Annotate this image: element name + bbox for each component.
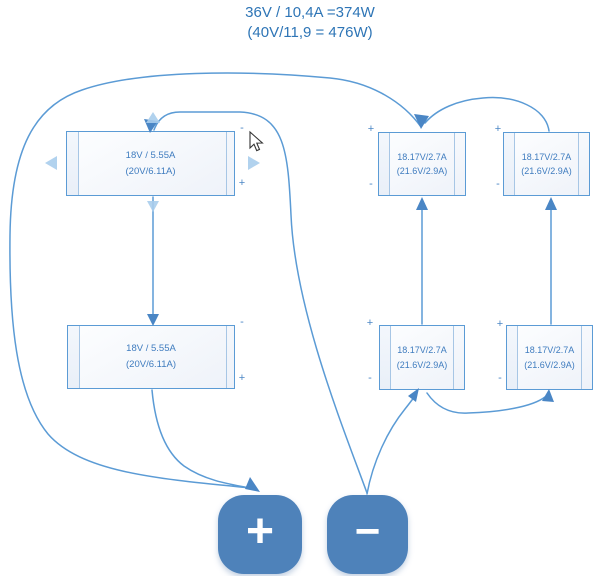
battery-cap-right [578, 133, 589, 195]
wire-minus-to-rightbottomleft[interactable] [366, 395, 416, 495]
polarity-minus: - [496, 178, 500, 190]
autoconnect-arrow-left-icon[interactable] [45, 156, 57, 170]
battery-cap-right [453, 326, 464, 389]
title-line1: 36V / 10,4A =374W [245, 4, 375, 21]
battery-label-line1: 18.17V/2.7A [397, 345, 447, 356]
polarity-plus: + [366, 317, 374, 329]
wire-minus-to-lefttop[interactable] [153, 111, 368, 494]
battery-cap-left [68, 326, 80, 388]
polarity-plus: + [496, 318, 504, 330]
battery-label-line1: 18.17V/2.7A [524, 345, 575, 356]
minus-terminal[interactable]: − [327, 495, 408, 574]
title-text-shape[interactable]: 36V / 10,4A =374W (40V/11,9 = 476W) [10, 3, 600, 44]
minus-terminal-label: − [354, 507, 381, 556]
arrowhead-into-plus-terminal [245, 477, 260, 492]
autoconnect-arrow-right-icon[interactable] [248, 156, 260, 170]
battery-cap-right [226, 326, 234, 388]
plus-terminal[interactable]: + [218, 495, 302, 574]
polarity-minus: - [240, 122, 244, 134]
arrowhead-into-righttopleft-bottom [416, 197, 428, 210]
arrowhead-into-righttopright-bottom [545, 197, 557, 210]
battery-cap-left [507, 326, 518, 389]
wire-righttopright-to-righttopleft[interactable] [424, 96, 550, 132]
battery-cap-left [379, 133, 390, 195]
battery-label-line1: 18.17V/2.7A [397, 151, 447, 162]
wire-leftbottom-to-plus[interactable] [151, 389, 251, 489]
battery-label: 18V / 5.55A (20V/6.11A) [67, 132, 234, 195]
battery-label-line2: (21.6V/2.9A) [521, 166, 572, 176]
battery-label: 18.17V/2.7A (21.6V/2.9A) [379, 133, 465, 195]
battery-label-line1: 18V / 5.55A [126, 343, 176, 355]
polarity-plus: + [367, 123, 375, 135]
battery-cap-right [581, 326, 592, 389]
battery-cap-right [226, 132, 234, 195]
wire-righttopleft-to-plus-loop[interactable] [9, 72, 422, 489]
battery-cap-right [454, 133, 465, 195]
polarity-plus: + [494, 123, 502, 135]
battery-label: 18.17V/2.7A (21.6V/2.9A) [380, 326, 464, 389]
polarity-minus: - [369, 178, 373, 190]
battery-left-top[interactable]: 18V / 5.55A (20V/6.11A) [66, 131, 235, 196]
mouse-cursor-icon [249, 130, 264, 152]
wire-rightbottomleft-to-rightbottomright[interactable] [426, 392, 546, 414]
battery-label-line1: 18V / 5.55A [125, 149, 176, 161]
battery-label-line2: (21.6V/2.9A) [524, 359, 575, 370]
polarity-minus: - [498, 372, 502, 384]
battery-label: 18.17V/2.7A (21.6V/2.9A) [504, 133, 589, 195]
arrowhead-into-rightbottomleft-bottom [408, 388, 419, 402]
battery-label-line2: (21.6V/2.9A) [396, 166, 448, 176]
battery-label-line2: (21.6V/2.9A) [396, 359, 448, 370]
arrowhead-into-rightbottomright-bottom [542, 389, 554, 402]
title-line2: (40V/11,9 = 476W) [247, 24, 373, 42]
battery-label-line2: (20V/6.11A) [125, 165, 176, 177]
battery-right-top-left[interactable]: 18.17V/2.7A (21.6V/2.9A) [378, 132, 466, 196]
polarity-minus: - [368, 372, 372, 384]
battery-cap-left [67, 132, 79, 195]
battery-right-bottom-right[interactable]: 18.17V/2.7A (21.6V/2.9A) [506, 325, 593, 390]
battery-label-line1: 18.17V/2.7A [521, 151, 572, 162]
battery-label: 18.17V/2.7A (21.6V/2.9A) [507, 326, 592, 389]
battery-cap-left [380, 326, 391, 389]
polarity-minus: - [240, 316, 244, 328]
battery-label-line2: (20V/6.11A) [126, 359, 176, 370]
battery-cap-left [504, 133, 515, 195]
battery-right-bottom-left[interactable]: 18.17V/2.7A (21.6V/2.9A) [379, 325, 465, 390]
polarity-plus: + [238, 372, 246, 384]
plus-terminal-label: + [245, 505, 275, 558]
battery-label: 18V / 5.55A (20V/6.11A) [68, 326, 234, 388]
polarity-plus: + [238, 177, 246, 189]
battery-left-bottom[interactable]: 18V / 5.55A (20V/6.11A) [67, 325, 235, 389]
battery-right-top-right[interactable]: 18.17V/2.7A (21.6V/2.9A) [503, 132, 590, 196]
